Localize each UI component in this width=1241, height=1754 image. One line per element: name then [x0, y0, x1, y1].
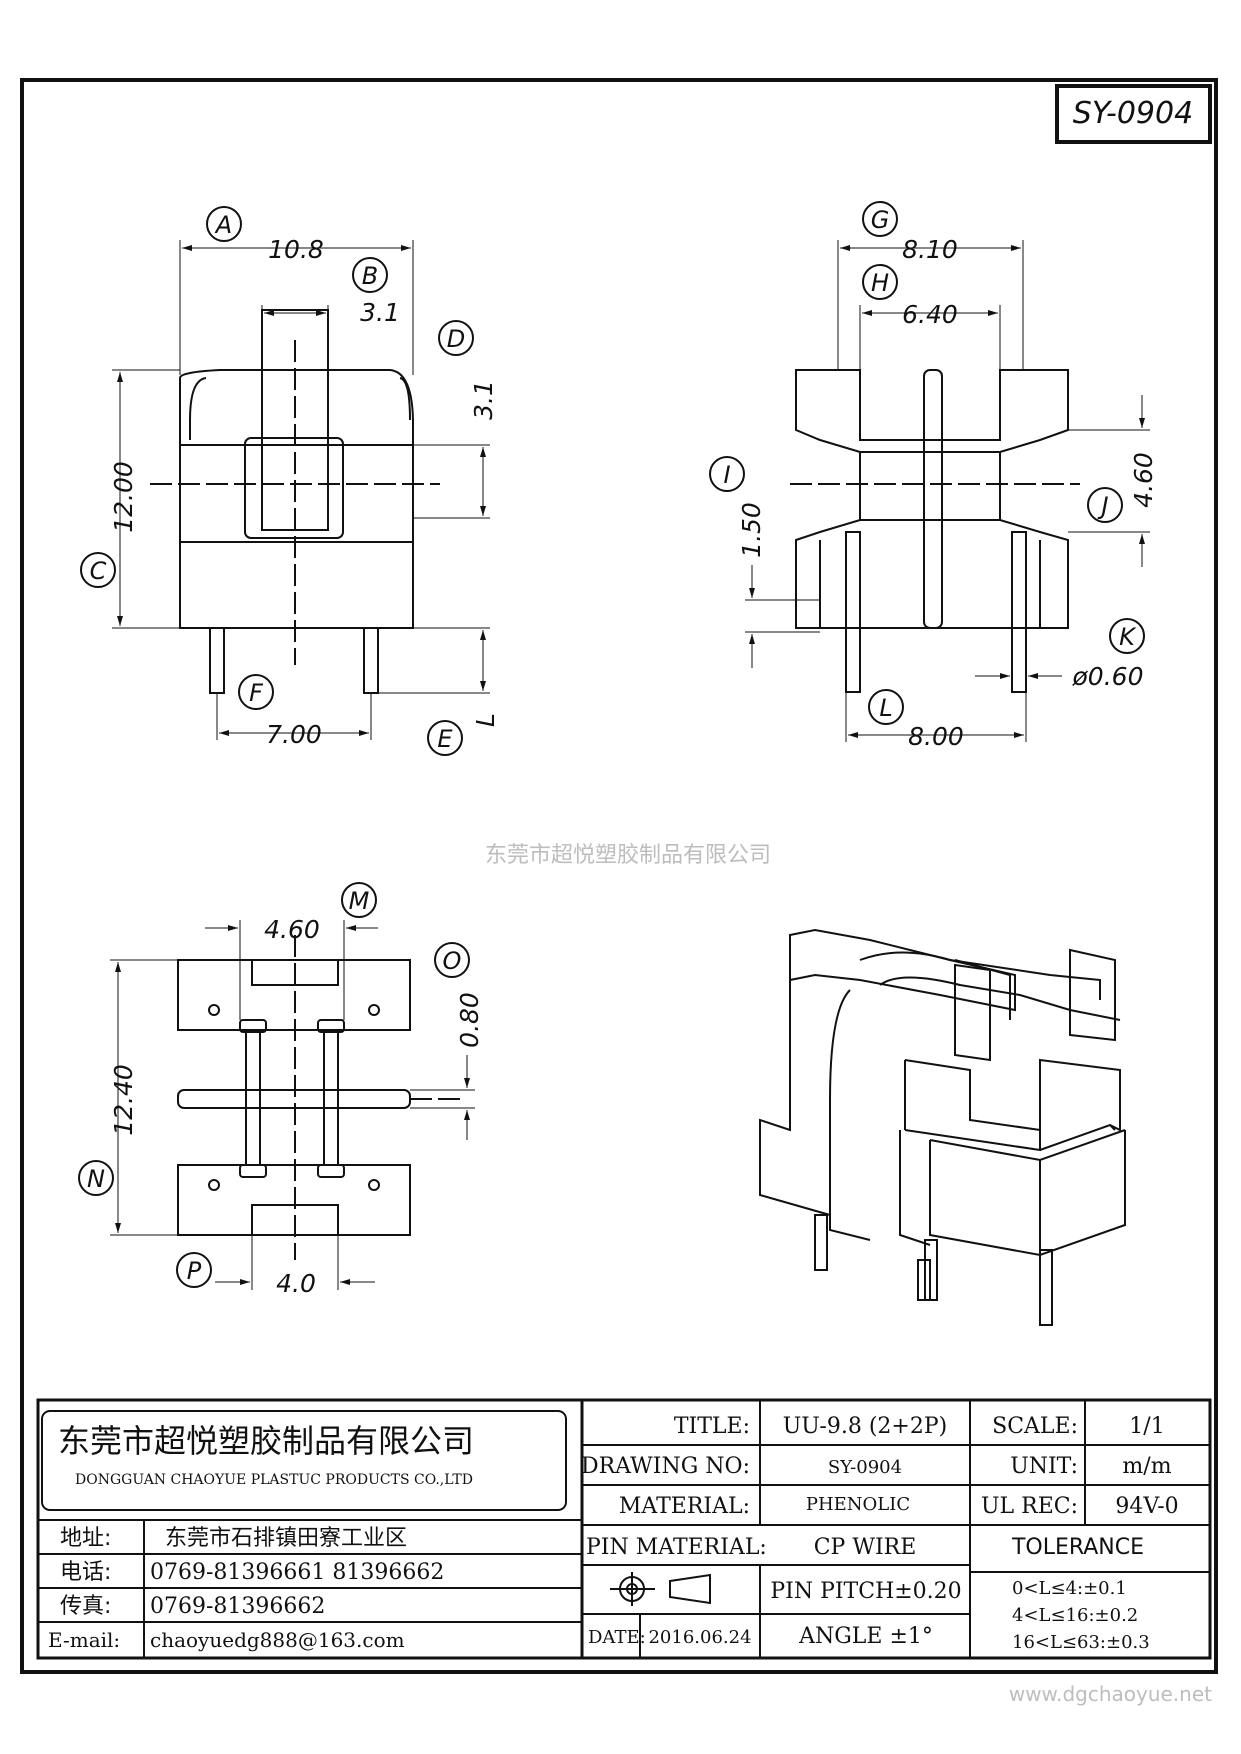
- title-label: TITLE:: [674, 1414, 750, 1439]
- svg-text:L: L: [879, 694, 892, 722]
- date-label: DATE:: [588, 1627, 646, 1648]
- svg-text:I: I: [723, 461, 730, 489]
- dim-K: Kø0.60: [1072, 618, 1145, 691]
- scale-label: SCALE:: [992, 1414, 1078, 1439]
- svg-text:C: C: [90, 557, 107, 585]
- address-value: 东莞市石排镇田寮工业区: [165, 1526, 407, 1551]
- ul-value: 94V-0: [1115, 1494, 1178, 1519]
- svg-text:3.1: 3.1: [469, 380, 498, 420]
- dim-H: H 6.40: [862, 264, 958, 329]
- phone-label: 电话:: [60, 1560, 111, 1585]
- address-label: 地址:: [60, 1526, 111, 1551]
- title-block: [36, 1398, 1212, 1660]
- email-value: chaoyuedg888@163.com: [150, 1628, 405, 1652]
- dim-E: EL: [427, 713, 500, 756]
- projection-symbol-icon: [610, 1572, 711, 1606]
- svg-text:10.8: 10.8: [268, 235, 324, 264]
- scale-value: 1/1: [1129, 1414, 1164, 1439]
- svg-text:L: L: [471, 713, 500, 727]
- svg-text:6.40: 6.40: [902, 300, 958, 329]
- tolerance-1: 0<L≤4:±0.1: [1012, 1578, 1127, 1599]
- side-view: [745, 240, 1150, 742]
- isometric-view: [759, 928, 1126, 1326]
- phone-value: 0769-81396661 81396662: [150, 1560, 444, 1585]
- sheet-border: [20, 78, 1218, 1674]
- svg-text:4.60: 4.60: [1129, 452, 1158, 508]
- title-block-text: 东莞市超悦塑胶制品有限公司 DONGGUAN CHAOYUE PLASTUC P…: [48, 1414, 1179, 1653]
- unit-value: m/m: [1122, 1454, 1171, 1479]
- drawing-no-value: SY-0904: [828, 1457, 902, 1478]
- bottom-view: [110, 920, 475, 1290]
- title-value: UU-9.8 (2+2P): [783, 1414, 948, 1439]
- svg-text:M: M: [349, 887, 370, 915]
- fax-label: 传真:: [60, 1594, 111, 1619]
- svg-text:O: O: [443, 947, 462, 975]
- site-url[interactable]: www.dgchaoyue.net: [1009, 1682, 1212, 1706]
- dim-C: C12.00: [80, 461, 138, 588]
- dim-J: J 4.60: [1087, 452, 1158, 523]
- unit-label: UNIT:: [1010, 1454, 1078, 1479]
- svg-text:3.1: 3.1: [360, 298, 400, 327]
- watermark-text: 东莞市超悦塑胶制品有限公司: [485, 843, 771, 868]
- svg-text:G: G: [871, 206, 890, 234]
- dim-F: F7.00: [238, 674, 322, 749]
- svg-text:1.50: 1.50: [737, 502, 766, 558]
- ul-label: UL REC:: [981, 1494, 1078, 1519]
- svg-text:12.00: 12.00: [109, 461, 138, 533]
- front-view: [112, 240, 490, 740]
- dim-M: M 4.60: [264, 882, 377, 944]
- tolerance-3: 16<L≤63:±0.3: [1012, 1632, 1150, 1653]
- dim-N: N 12.40: [78, 1064, 138, 1196]
- svg-text:4.0: 4.0: [276, 1269, 316, 1298]
- date-value: 2016.06.24: [648, 1627, 751, 1648]
- material-label: MATERIAL:: [619, 1494, 750, 1519]
- company-name-cn: 东莞市超悦塑胶制品有限公司: [58, 1422, 474, 1460]
- dim-L: L 8.00: [868, 689, 964, 751]
- svg-text:K: K: [1119, 623, 1137, 651]
- svg-text:8.00: 8.00: [908, 722, 964, 751]
- drawing-code-box: SY-0904: [1055, 84, 1212, 144]
- svg-text:N: N: [87, 1165, 105, 1193]
- dim-I: I1.50: [709, 456, 766, 558]
- svg-text:H: H: [871, 269, 889, 297]
- dim-O: O 0.80: [434, 942, 484, 1048]
- svg-text:0.80: 0.80: [455, 992, 484, 1048]
- angle-tolerance: ANGLE ±1°: [798, 1624, 933, 1649]
- dim-D: D3.1: [438, 320, 498, 420]
- pin-material-label: PIN MATERIAL:: [586, 1535, 767, 1560]
- svg-text:E: E: [437, 725, 453, 753]
- pin-pitch: PIN PITCH±0.20: [770, 1579, 961, 1604]
- svg-text:A: A: [214, 211, 232, 239]
- svg-text:B: B: [362, 262, 378, 290]
- drawing-no-label: DRAWING NO:: [581, 1454, 750, 1479]
- svg-text:4.60: 4.60: [264, 915, 320, 944]
- drawing-code: SY-0904: [1073, 96, 1193, 131]
- dim-B: B 3.1: [352, 257, 400, 327]
- material-value: PHENOLIC: [806, 1494, 910, 1515]
- svg-text:F: F: [249, 679, 264, 707]
- dimension-labels: A10.8 B3.1 C12.00 D3.1 EL F7.00 G8.10 H6…: [78, 201, 1158, 1298]
- svg-text:7.00: 7.00: [266, 720, 322, 749]
- svg-text:12.40: 12.40: [109, 1064, 138, 1136]
- svg-text:8.10: 8.10: [902, 235, 958, 264]
- tolerance-2: 4<L≤16:±0.2: [1012, 1605, 1138, 1626]
- tolerance-label: TOLERANCE: [1011, 1535, 1144, 1560]
- company-name-en: DONGGUAN CHAOYUE PLASTUC PRODUCTS CO.,LT…: [75, 1472, 473, 1488]
- dim-A: A 10.8: [206, 206, 324, 264]
- pin-material-value: CP WIRE: [814, 1535, 917, 1560]
- dim-G: G 8.10: [862, 201, 958, 264]
- svg-text:D: D: [447, 325, 465, 353]
- email-label: E-mail:: [48, 1628, 120, 1652]
- svg-text:ø0.60: ø0.60: [1072, 662, 1144, 691]
- fax-value: 0769-81396662: [150, 1594, 325, 1619]
- svg-text:P: P: [187, 1257, 202, 1285]
- dim-P: P 4.0: [176, 1252, 316, 1298]
- svg-text:J: J: [1097, 492, 1108, 520]
